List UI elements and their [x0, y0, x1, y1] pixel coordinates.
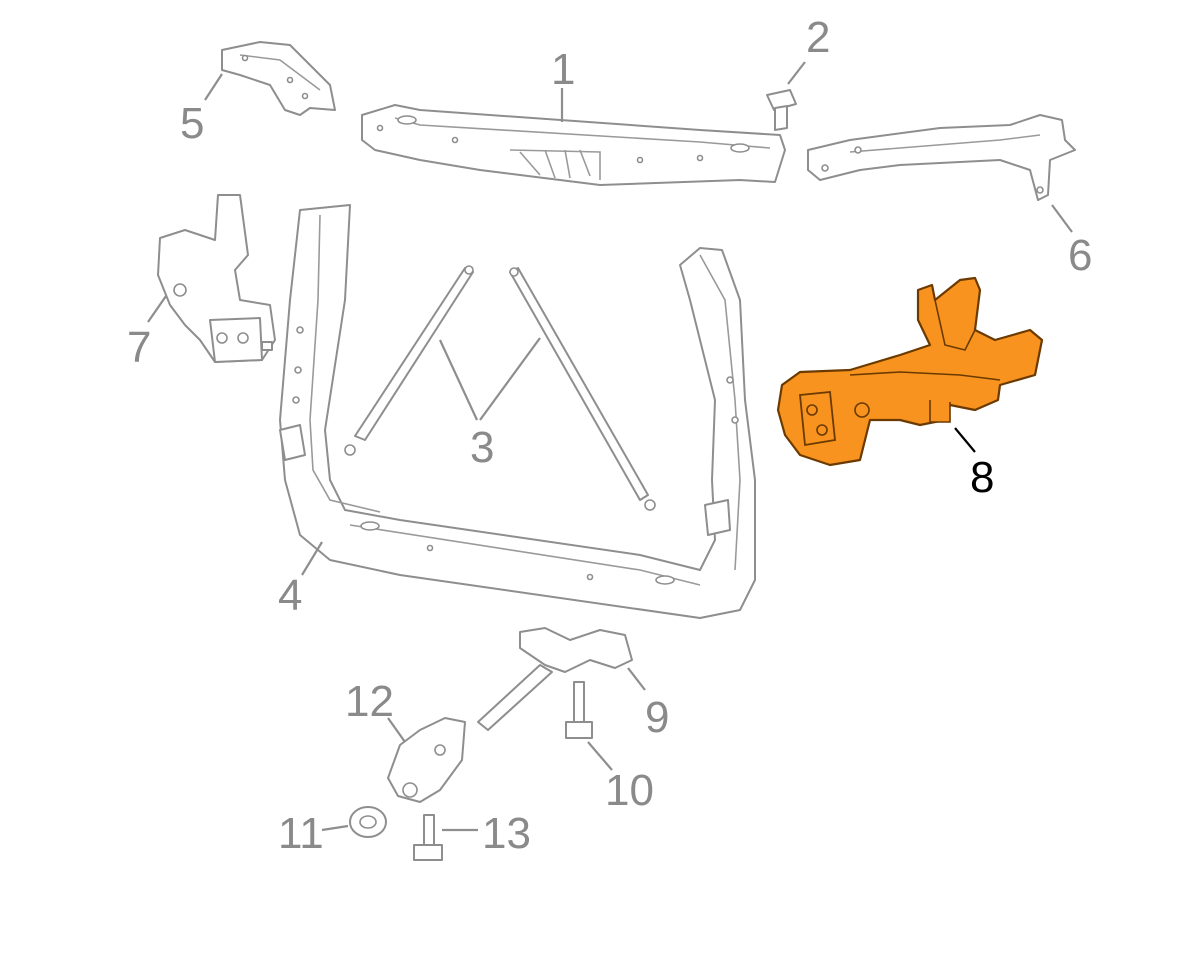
- part-5-upper-bracket-left[interactable]: [221, 41, 336, 116]
- leader-10: [587, 741, 613, 771]
- callout-5: 5: [180, 99, 204, 148]
- leader-4: [301, 541, 323, 576]
- part-6-upper-bracket-right[interactable]: [807, 114, 1076, 201]
- leader-11: [321, 824, 349, 832]
- leader-7: [147, 295, 167, 323]
- callout-3: 3: [470, 423, 494, 472]
- part-13-bolt[interactable]: [413, 814, 443, 861]
- leader-9: [627, 667, 646, 691]
- part-3-support-rods[interactable]: [344, 265, 656, 511]
- part-9-latch-rod[interactable]: [477, 627, 633, 731]
- leader-6: [1051, 204, 1073, 233]
- callout-7: 7: [127, 323, 151, 372]
- leader-2: [787, 61, 806, 85]
- callout-13: 13: [482, 809, 531, 858]
- leader-3a: [439, 339, 478, 421]
- part-1-upper-tie-bar[interactable]: [361, 104, 786, 186]
- leader-lines: [147, 61, 1073, 832]
- callout-12: 12: [345, 677, 394, 726]
- callout-1: 1: [551, 45, 575, 94]
- leader-8: [954, 427, 976, 453]
- leader-12: [387, 717, 406, 743]
- part-8-lower-bracket[interactable]: [776, 276, 1044, 467]
- part-2-bolt[interactable]: [766, 89, 797, 131]
- callout-11: 11: [278, 809, 324, 858]
- part-7-latch-bracket[interactable]: [157, 194, 276, 363]
- callout-10: 10: [605, 766, 654, 815]
- part-12-latch-housing[interactable]: [387, 717, 466, 803]
- callout-9: 9: [645, 693, 669, 742]
- part-11-nut[interactable]: [349, 806, 387, 838]
- leader-3b: [479, 337, 541, 421]
- callout-4: 4: [278, 571, 302, 620]
- leader-5: [204, 73, 223, 101]
- callout-2: 2: [806, 13, 830, 62]
- part-10-bolt[interactable]: [565, 681, 593, 739]
- callout-labels: 1 2 3 4 5 6 7 8 9 10 11 12 13: [127, 13, 1092, 858]
- part-4-radiator-support-frame[interactable]: [279, 204, 756, 619]
- callout-6: 6: [1068, 231, 1092, 280]
- callout-8: 8: [970, 453, 994, 502]
